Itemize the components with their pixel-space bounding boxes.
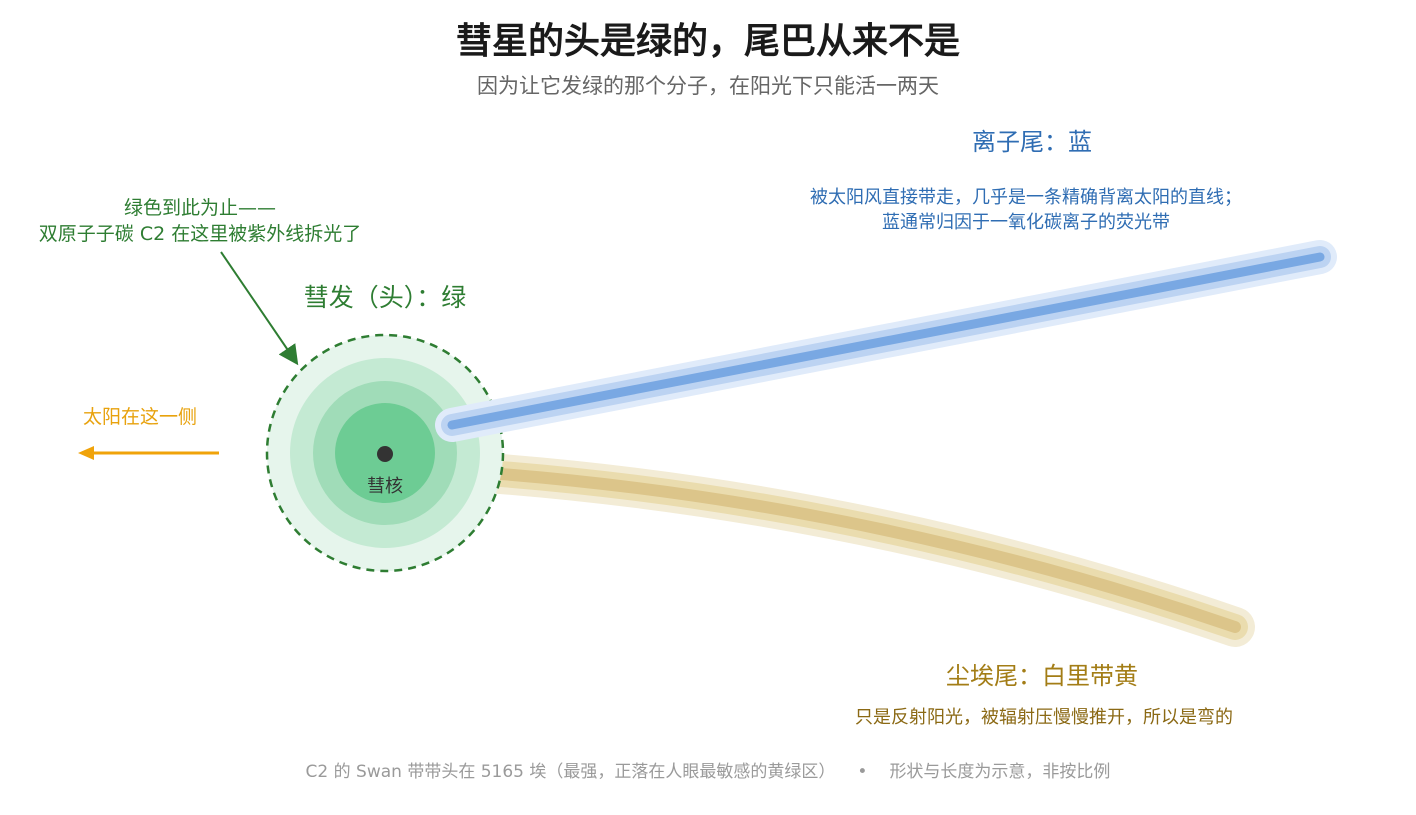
sun-arrow [78,446,219,460]
annotation-arrow [220,251,299,366]
sun-direction-label: 太阳在这一侧 [82,406,197,428]
dust-tail [425,450,1255,647]
footer-note: C2 的 Swan 带带头在 5165 埃（最强，正落在人眼最敏感的黄绿区） • 形… [0,757,1416,782]
nucleus [377,446,393,462]
ion-tail-title: 离子尾：蓝 [972,128,1092,156]
coma-boundary-note: 绿色到此为止—— 双原子子碳 C2 在这里被紫外线拆光了 [0,195,400,247]
footer-left: C2 的 Swan 带带头在 5165 埃（最强，正落在人眼最敏感的黄绿区） [305,762,836,782]
coma-boundary [265,333,505,573]
dust-tail-title: 尘埃尾：白里带黄 [946,662,1138,690]
page-title: 彗星的头是绿的，尾巴从来不是 [455,21,960,62]
coma-note-line2: 双原子子碳 C2 在这里被紫外线拆光了 [38,223,362,245]
footer-separator: • [857,762,868,782]
ion-tail-desc-line1: 被太阳风直接带走，几乎是一条精确背离太阳的直线； [810,187,1242,208]
ion-tail-desc-line2: 蓝通常归因于一氧化碳离子的荧光带 [882,212,1170,233]
dust-tail-description: 只是反射阳光，被辐射压慢慢推开，所以是弯的 [855,707,1233,728]
ion-tail [435,240,1337,442]
nucleus-label: 彗核 [367,476,403,497]
ion-tail-description: 被太阳风直接带走，几乎是一条精确背离太阳的直线； 蓝通常归因于一氧化碳离子的荧光… [726,185,1326,235]
coma-note-line1: 绿色到此为止—— [123,197,276,219]
page-subtitle: 因为让它发绿的那个分子，在阳光下只能活一两天 [477,74,939,98]
footer-right: 形状与长度为示意，非按比例 [889,762,1111,782]
coma-title: 彗发（头）：绿 [303,283,467,312]
